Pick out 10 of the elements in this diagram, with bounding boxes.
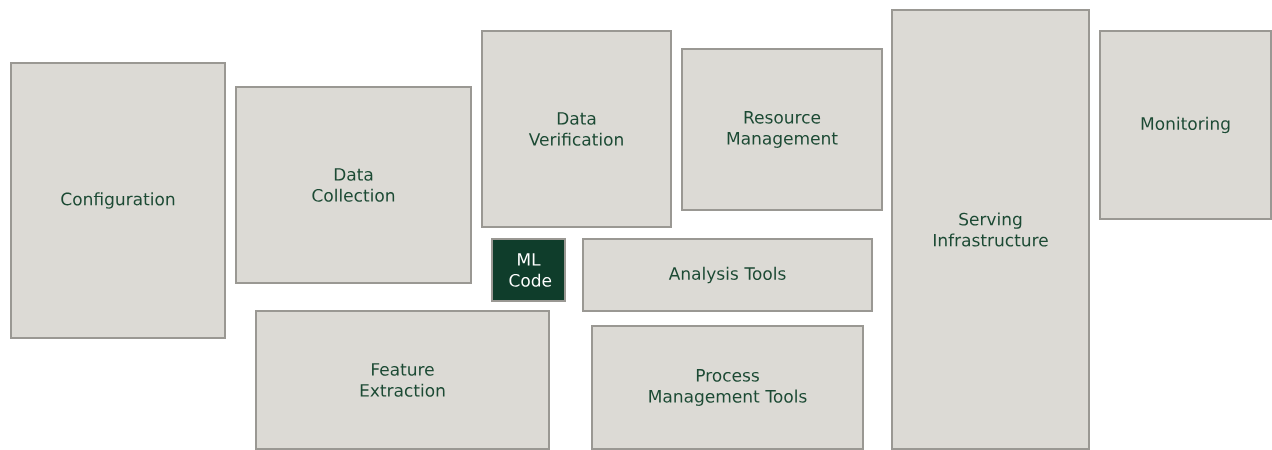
component-box: Serving Infrastructure: [891, 9, 1090, 450]
code-box: ML Code: [491, 238, 566, 302]
component-box: Data Verification: [481, 30, 672, 228]
component-box: Feature Extraction: [255, 310, 550, 450]
component-box: Monitoring: [1099, 30, 1272, 220]
component-box: Process Management Tools: [591, 325, 864, 450]
component-box: Configuration: [10, 62, 226, 339]
component-box: Resource Management: [681, 48, 883, 211]
component-box: Data Collection: [235, 86, 472, 284]
component-box: Analysis Tools: [582, 238, 873, 312]
